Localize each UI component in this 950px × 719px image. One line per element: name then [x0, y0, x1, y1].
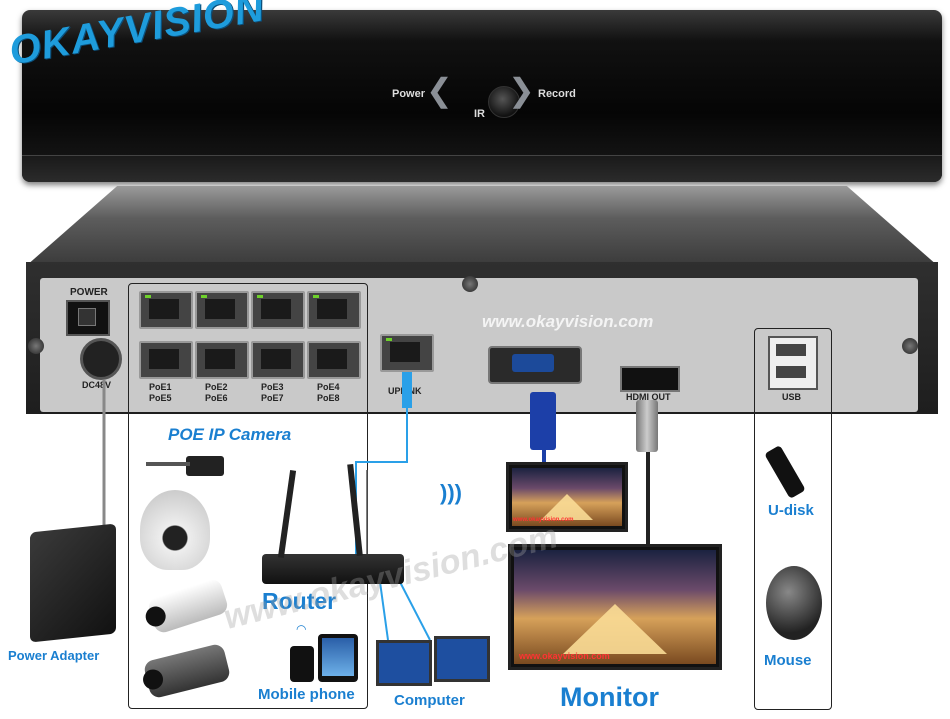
poe-splitter — [140, 450, 230, 480]
poe-port[interactable] — [251, 341, 305, 379]
dc-power-jack[interactable] — [80, 338, 122, 380]
poe-camera-label: POE IP Camera — [168, 425, 292, 444]
dc-label: DC48V — [82, 380, 112, 390]
usb-ports[interactable] — [768, 336, 818, 390]
power-switch-label: POWER — [70, 287, 108, 298]
back-panel-website: www.okayvision.com — [482, 312, 654, 331]
computer-label: Computer — [394, 692, 465, 709]
screw-icon — [462, 276, 478, 292]
poe-label: PoE6 — [205, 393, 228, 403]
monitor-url: www.okayvision.com — [519, 651, 610, 661]
power-adapter-label: Power Adapter — [8, 648, 100, 663]
poe-label: PoE1 — [149, 382, 172, 392]
screw-icon — [902, 338, 918, 354]
poe-label: PoE5 — [149, 393, 172, 403]
poe-label: PoE4 — [317, 382, 340, 392]
wifi-signal-icon: ))) — [440, 480, 462, 505]
record-label: Record — [538, 88, 576, 100]
wifi-icon: ◠ — [296, 622, 307, 636]
router-label: Router — [262, 588, 337, 614]
poe-port[interactable] — [251, 291, 305, 329]
mouse-label: Mouse — [764, 652, 812, 669]
poe-label: PoE8 — [317, 393, 340, 403]
poe-port[interactable] — [307, 291, 361, 329]
front-panel-lip — [22, 155, 942, 182]
vga-port[interactable] — [488, 346, 582, 384]
mouse-icon — [766, 566, 822, 640]
poe-port-block: PoE1 PoE5 PoE2 PoE6 PoE3 PoE7 PoE4 PoE8 — [135, 287, 365, 407]
hdmi-cable-plug — [636, 400, 658, 452]
ir-label: IR — [474, 108, 485, 120]
hdmi-monitor: www.okayvision.com — [508, 544, 722, 670]
poe-port[interactable] — [139, 291, 193, 329]
nvr-front-panel: Power ❮ IR ❯ Record — [22, 10, 942, 182]
screw-icon — [28, 338, 44, 354]
chevron-left-icon: ❮ — [426, 72, 453, 108]
usb-group-frame — [754, 328, 832, 710]
poe-port[interactable] — [139, 341, 193, 379]
u-disk-label: U-disk — [768, 502, 814, 519]
router-device — [262, 554, 404, 584]
poe-port[interactable] — [195, 341, 249, 379]
usb-label: USB — [782, 392, 802, 402]
monitor-label: Monitor — [560, 682, 659, 712]
mobile-phone-device — [290, 646, 314, 682]
power-adapter — [30, 523, 116, 643]
hdmi-label: HDMI OUT — [626, 392, 671, 402]
poe-label: PoE3 — [261, 382, 284, 392]
power-label: Power — [392, 88, 426, 100]
mobile-phone-label: Mobile phone — [258, 686, 355, 703]
poe-port[interactable] — [195, 291, 249, 329]
computer-monitor — [376, 640, 432, 686]
ptz-dome-camera — [140, 490, 210, 570]
power-switch[interactable] — [66, 300, 110, 336]
uplink-port[interactable] — [380, 334, 434, 372]
poe-label: PoE7 — [261, 393, 284, 403]
chevron-right-icon: ❯ — [508, 72, 535, 108]
vga-cable-plug — [530, 392, 556, 450]
poe-label: PoE2 — [205, 382, 228, 392]
monitor-url: www.okayvision.com — [513, 517, 574, 523]
hdmi-port[interactable] — [620, 366, 680, 392]
tablet-device — [318, 634, 358, 682]
ir-sensor — [488, 86, 520, 118]
poe-port[interactable] — [307, 341, 361, 379]
vga-monitor: www.okayvision.com — [506, 462, 628, 532]
computer-monitor — [434, 636, 490, 682]
uplink-cable-plug — [402, 372, 412, 408]
nvr-case-top — [26, 186, 938, 266]
